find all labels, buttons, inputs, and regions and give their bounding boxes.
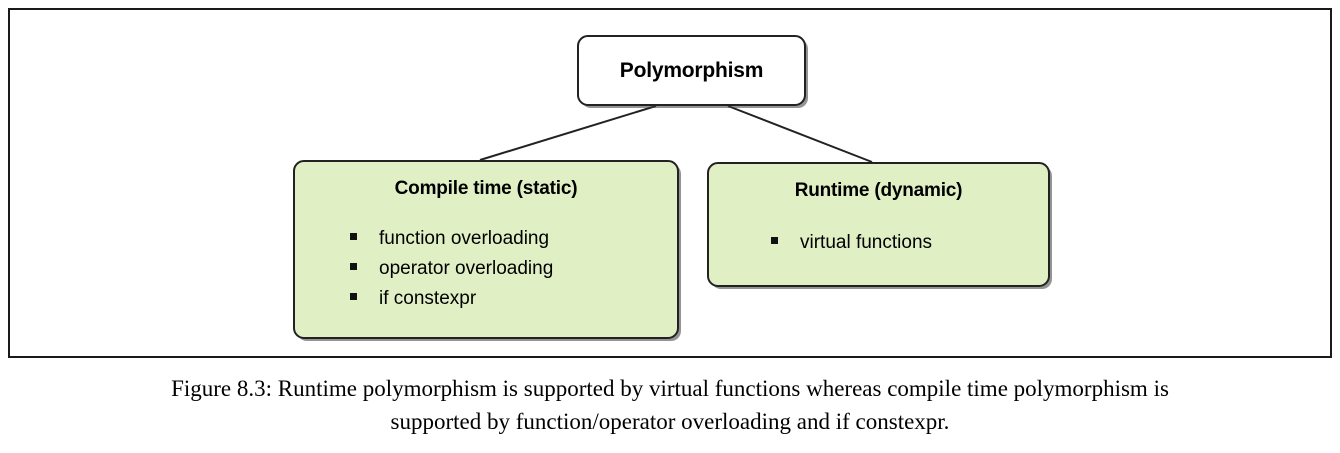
list-item-label: function overloading <box>379 228 550 249</box>
list-item: virtual functions <box>709 228 1048 258</box>
figure-caption-line-2: supported by function/operator overloadi… <box>390 409 950 434</box>
connector-root-to-compile-time <box>479 105 657 161</box>
runtime-list: virtual functions <box>709 228 1048 258</box>
list-item-label: if constexpr <box>379 288 477 309</box>
connector-lines <box>479 105 873 163</box>
node-compile-time-title: Compile time (static) <box>394 178 578 199</box>
node-runtime-title: Runtime (dynamic) <box>794 180 963 201</box>
square-bullet-icon <box>771 237 778 244</box>
list-item-label: operator overloading <box>379 258 554 279</box>
node-polymorphism-title: Polymorphism <box>619 58 764 82</box>
figure-frame: Polymorphism Compile time (static) funct… <box>8 8 1332 358</box>
list-item: operator overloading <box>295 254 677 284</box>
list-item: if constexpr <box>295 284 677 314</box>
connector-root-to-runtime <box>727 105 873 163</box>
node-compile-time[interactable]: Compile time (static) function overloadi… <box>293 160 679 339</box>
square-bullet-icon <box>350 293 357 300</box>
list-item: function overloading <box>295 224 677 254</box>
figure-caption: Figure 8.3: Runtime polymorphism is supp… <box>14 372 1326 438</box>
node-polymorphism[interactable]: Polymorphism <box>577 35 806 106</box>
figure-caption-line-1: Figure 8.3: Runtime polymorphism is supp… <box>171 376 1169 401</box>
square-bullet-icon <box>350 263 357 270</box>
compile-time-list: function overloading operator overloadin… <box>295 224 677 314</box>
list-item-label: virtual functions <box>800 232 933 253</box>
node-runtime[interactable]: Runtime (dynamic) virtual functions <box>707 162 1050 287</box>
square-bullet-icon <box>350 233 357 240</box>
